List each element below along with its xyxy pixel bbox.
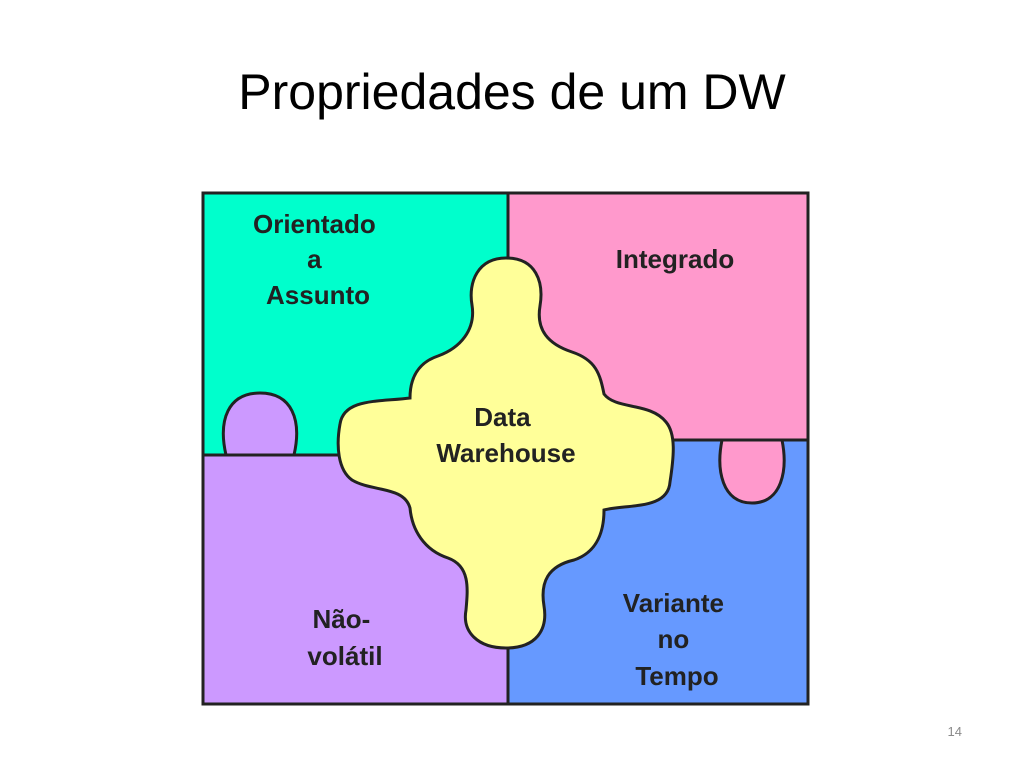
- label-orientado-a-assunto: Orientado a Assunto: [253, 209, 383, 310]
- label-data-warehouse: Data Warehouse: [436, 402, 575, 468]
- page-number: 14: [947, 724, 962, 739]
- slide-title: Propriedades de um DW: [238, 64, 786, 120]
- puzzle-knob-integrado: [718, 438, 786, 505]
- label-nao-volatil: Não- volátil: [307, 604, 382, 671]
- label-integrado: Integrado: [616, 244, 734, 274]
- puzzle-knob-nao-volatil: [221, 391, 299, 457]
- piece-data-warehouse: [336, 256, 675, 650]
- label-variante-no-tempo: Variante no Tempo: [623, 588, 731, 691]
